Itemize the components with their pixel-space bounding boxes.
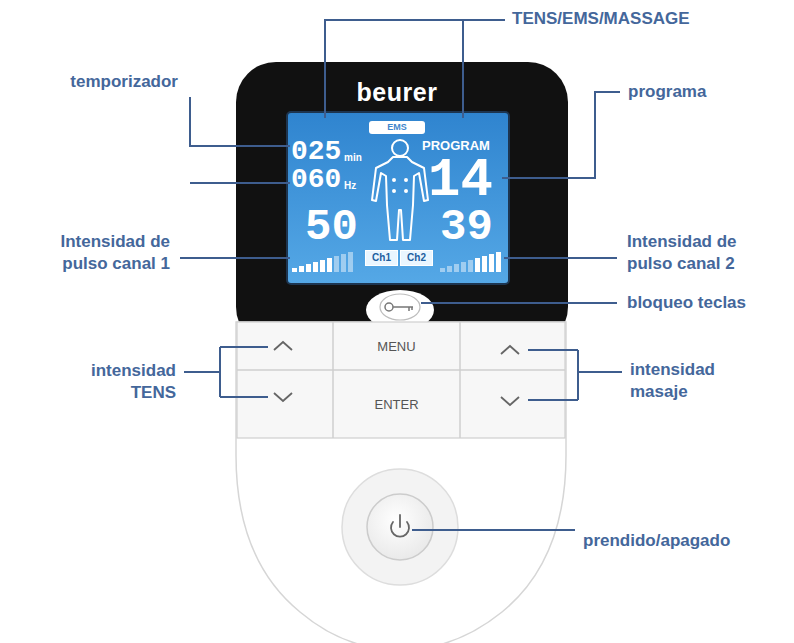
intensity-digits: 50 <box>305 205 358 249</box>
node-text: Ch2 <box>407 253 426 263</box>
power-symbol <box>391 515 409 537</box>
figure-head <box>392 140 408 156</box>
leader-massage <box>528 350 622 400</box>
enter-button: ENTER <box>334 371 459 437</box>
power-button <box>367 494 433 560</box>
callout-label: intensidad TENS <box>61 360 176 404</box>
electrode-dots <box>392 178 408 193</box>
program-caption: PROGRAM <box>422 139 490 152</box>
leader-timer <box>190 97 290 146</box>
node-text: Ch1 <box>372 253 391 263</box>
keypad <box>237 322 565 438</box>
callout-label: Intensidad de pulso canal 2 <box>627 231 777 275</box>
callout-label: bloqueo teclas <box>627 292 746 314</box>
lock-button <box>380 294 420 320</box>
node-text: ENTER <box>374 398 418 411</box>
timer-digits: 025 <box>291 138 341 166</box>
bar-graph-ch2-on <box>475 252 501 272</box>
menu-button: MENU <box>334 323 459 369</box>
leader-lock <box>421 302 617 304</box>
unit-text: Hz <box>344 181 356 191</box>
bar-graph-ch1-off <box>334 252 353 272</box>
channel-box: Ch2 <box>400 250 433 266</box>
leader-ch1 <box>180 257 290 259</box>
housing-body <box>236 322 566 643</box>
key-symbol <box>385 303 413 311</box>
program-digits: 14 <box>428 154 493 208</box>
callout-label: Intensidad de pulso canal 1 <box>20 231 170 275</box>
unit-text: min <box>344 153 362 163</box>
housing-top <box>236 62 568 347</box>
channel-box: Ch1 <box>365 250 398 266</box>
figure-body <box>372 157 428 240</box>
leader-tens <box>184 347 268 397</box>
power-button-ring <box>342 469 458 585</box>
bar-graph-ch1-on <box>292 258 332 272</box>
leader-frequency <box>190 182 290 184</box>
mode-badge: EMS <box>369 121 425 134</box>
node-text: EMS <box>387 123 407 132</box>
bar-graph-ch2-off <box>440 260 473 272</box>
lcd-screen <box>287 112 509 284</box>
leader-mode <box>325 20 505 118</box>
callout-label: TENS/EMS/MASSAGE <box>512 8 690 30</box>
frequency-digits: 060 <box>291 166 341 194</box>
leader-ch2 <box>504 257 617 259</box>
intensity-digits: 39 <box>440 205 493 249</box>
node-text: MENU <box>377 340 415 353</box>
callout-label: temporizador <box>70 71 178 93</box>
keypad-grid <box>237 322 565 438</box>
leader-lines <box>180 20 622 530</box>
leader-power <box>412 529 575 531</box>
callout-label: prendido/apagado <box>583 530 730 552</box>
leader-program <box>502 92 620 178</box>
callout-label: programa <box>628 81 706 103</box>
brand-logo: beurer <box>357 78 438 106</box>
callout-label: intensidad masaje <box>630 359 745 403</box>
